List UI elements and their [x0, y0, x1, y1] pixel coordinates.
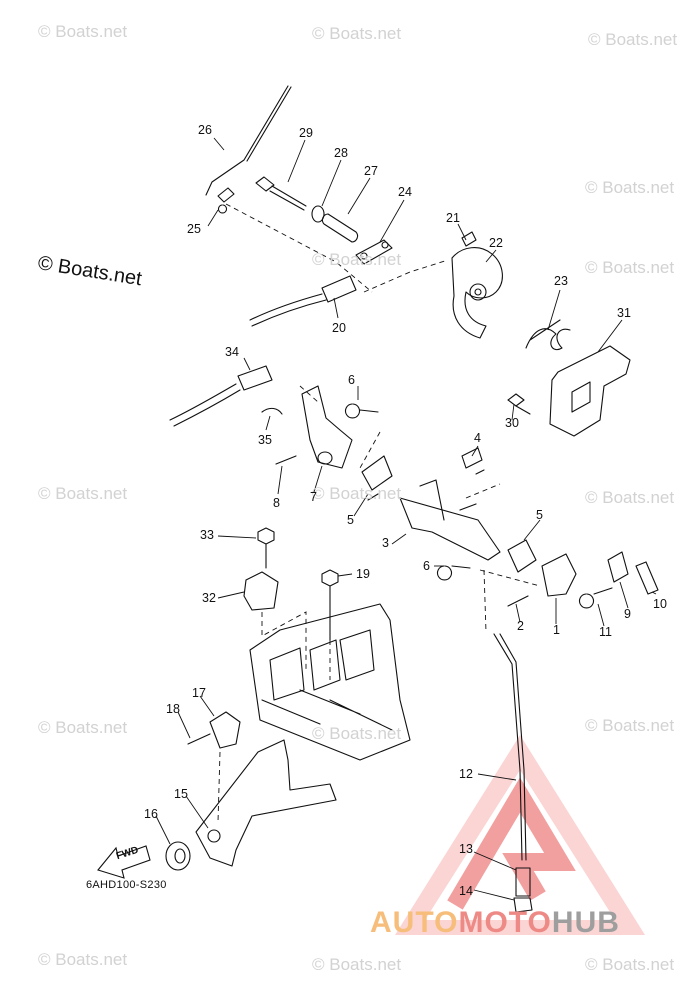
brand-wordmark: AUTOMOTOHUB	[370, 906, 620, 940]
part-label-33: 33	[200, 528, 214, 542]
watermark: © Boats.net	[585, 488, 675, 507]
engine-block-outline	[249, 603, 411, 761]
watermark: © Boats.net	[38, 950, 128, 969]
part-label-28: 28	[334, 146, 348, 160]
part-19-bolt	[321, 569, 339, 641]
part-label-3: 3	[382, 536, 389, 550]
part-35-pin	[261, 407, 283, 415]
watermark: © Boats.net	[38, 22, 128, 41]
part-label-8: 8	[273, 496, 280, 510]
watermark: © Boats.net	[312, 250, 402, 269]
part-label-30: 30	[505, 416, 519, 430]
part-label-34: 34	[225, 345, 239, 359]
part-10-plate	[635, 561, 659, 595]
brand-part-1: AUTO	[370, 906, 459, 939]
part-label-15: 15	[174, 787, 188, 801]
watermark: © Boats.net	[312, 955, 402, 974]
watermark: © Boats.net	[585, 716, 675, 735]
part-21-clip	[461, 231, 477, 247]
part-label-32: 32	[202, 591, 216, 605]
part-label-9: 9	[624, 607, 631, 621]
part-12-rod	[493, 633, 523, 861]
part-label-26: 26	[198, 123, 212, 137]
watermark: © Boats.net	[38, 484, 128, 503]
part-20-cable-joint	[321, 275, 357, 303]
part-label-20: 20	[332, 321, 346, 335]
automotohub-logo-mark	[395, 735, 645, 935]
part-label-29: 29	[299, 126, 313, 140]
part-label-16: 16	[144, 807, 158, 821]
part-9-bracket	[607, 551, 629, 583]
part-5-collar-right	[507, 539, 537, 573]
part-label-17: 17	[192, 686, 206, 700]
watermark: © Boats.net	[588, 30, 678, 49]
part-5-collar	[361, 455, 393, 501]
part-label-19: 19	[356, 567, 370, 581]
part-11-bolt	[578, 587, 613, 609]
part-34-cable-joint	[237, 365, 273, 391]
watermark: © Boats.net	[312, 484, 402, 503]
part-3-shaft	[399, 497, 501, 561]
part-label-2: 2	[517, 619, 524, 633]
part-4-clip	[461, 447, 485, 475]
watermark: © Boats.net	[585, 178, 675, 197]
part-label-18: 18	[166, 702, 180, 716]
fwd-arrow-icon	[97, 845, 151, 879]
part-30-bolt	[507, 393, 531, 415]
part-6-bolt	[344, 403, 379, 419]
part-17-clamp	[209, 711, 241, 749]
part-label-1: 1	[553, 623, 560, 637]
part-28-washer	[311, 205, 325, 223]
part-33-bolt	[257, 527, 275, 569]
part-6-bolt-lower	[436, 565, 471, 581]
part-label-4: 4	[474, 431, 481, 445]
part-29-bolt	[255, 176, 307, 211]
part-label-10: 10	[653, 597, 667, 611]
part-18-pin	[187, 733, 211, 745]
part-26-rod	[205, 85, 289, 196]
part-label-21: 21	[446, 211, 460, 225]
part-16-grommet	[165, 841, 191, 871]
part-label-27: 27	[364, 164, 378, 178]
part-label-5: 5	[347, 513, 354, 527]
part-label-22: 22	[489, 236, 503, 250]
part-23-spring	[525, 319, 571, 351]
watermark: © Boats.net	[585, 258, 675, 277]
part-label-14: 14	[459, 884, 473, 898]
part-label-25: 25	[187, 222, 201, 236]
part-label-6: 6	[348, 373, 355, 387]
part-label-6-lower: 6	[423, 559, 430, 573]
part-25-link	[217, 187, 235, 214]
part-label-23: 23	[554, 274, 568, 288]
part-15-bracket	[195, 739, 337, 867]
part-22-bracket	[451, 247, 503, 339]
part-7-lever	[301, 385, 353, 469]
watermark: © Boats.net	[312, 24, 402, 43]
brand-part-2: MOTO	[458, 906, 552, 939]
part-2-pin	[507, 595, 529, 607]
part-1-lever	[541, 553, 577, 597]
part-24-plate	[355, 239, 393, 265]
watermark: © Boats.net	[585, 955, 675, 974]
watermark: © Boats.net	[312, 724, 402, 743]
part-14-nut	[513, 897, 533, 913]
part-8-pin	[275, 455, 297, 465]
part-label-12: 12	[459, 767, 473, 781]
part-label-11: 11	[599, 625, 612, 639]
part-27-sleeve	[321, 213, 359, 243]
part-label-13: 13	[459, 842, 473, 856]
part-13-adjuster	[515, 867, 531, 897]
part-label-31: 31	[617, 306, 631, 320]
diagram-part-code: 6AHD100-S230	[86, 879, 167, 891]
part-label-5-right: 5	[536, 508, 543, 522]
part-label-35: 35	[258, 433, 272, 447]
brand-part-3: HUB	[551, 906, 620, 939]
part-32-clamp	[243, 571, 279, 611]
watermark: © Boats.net	[38, 718, 128, 737]
part-label-7: 7	[310, 490, 317, 504]
part-label-24: 24	[398, 185, 412, 199]
part-31-bracket	[549, 345, 631, 437]
